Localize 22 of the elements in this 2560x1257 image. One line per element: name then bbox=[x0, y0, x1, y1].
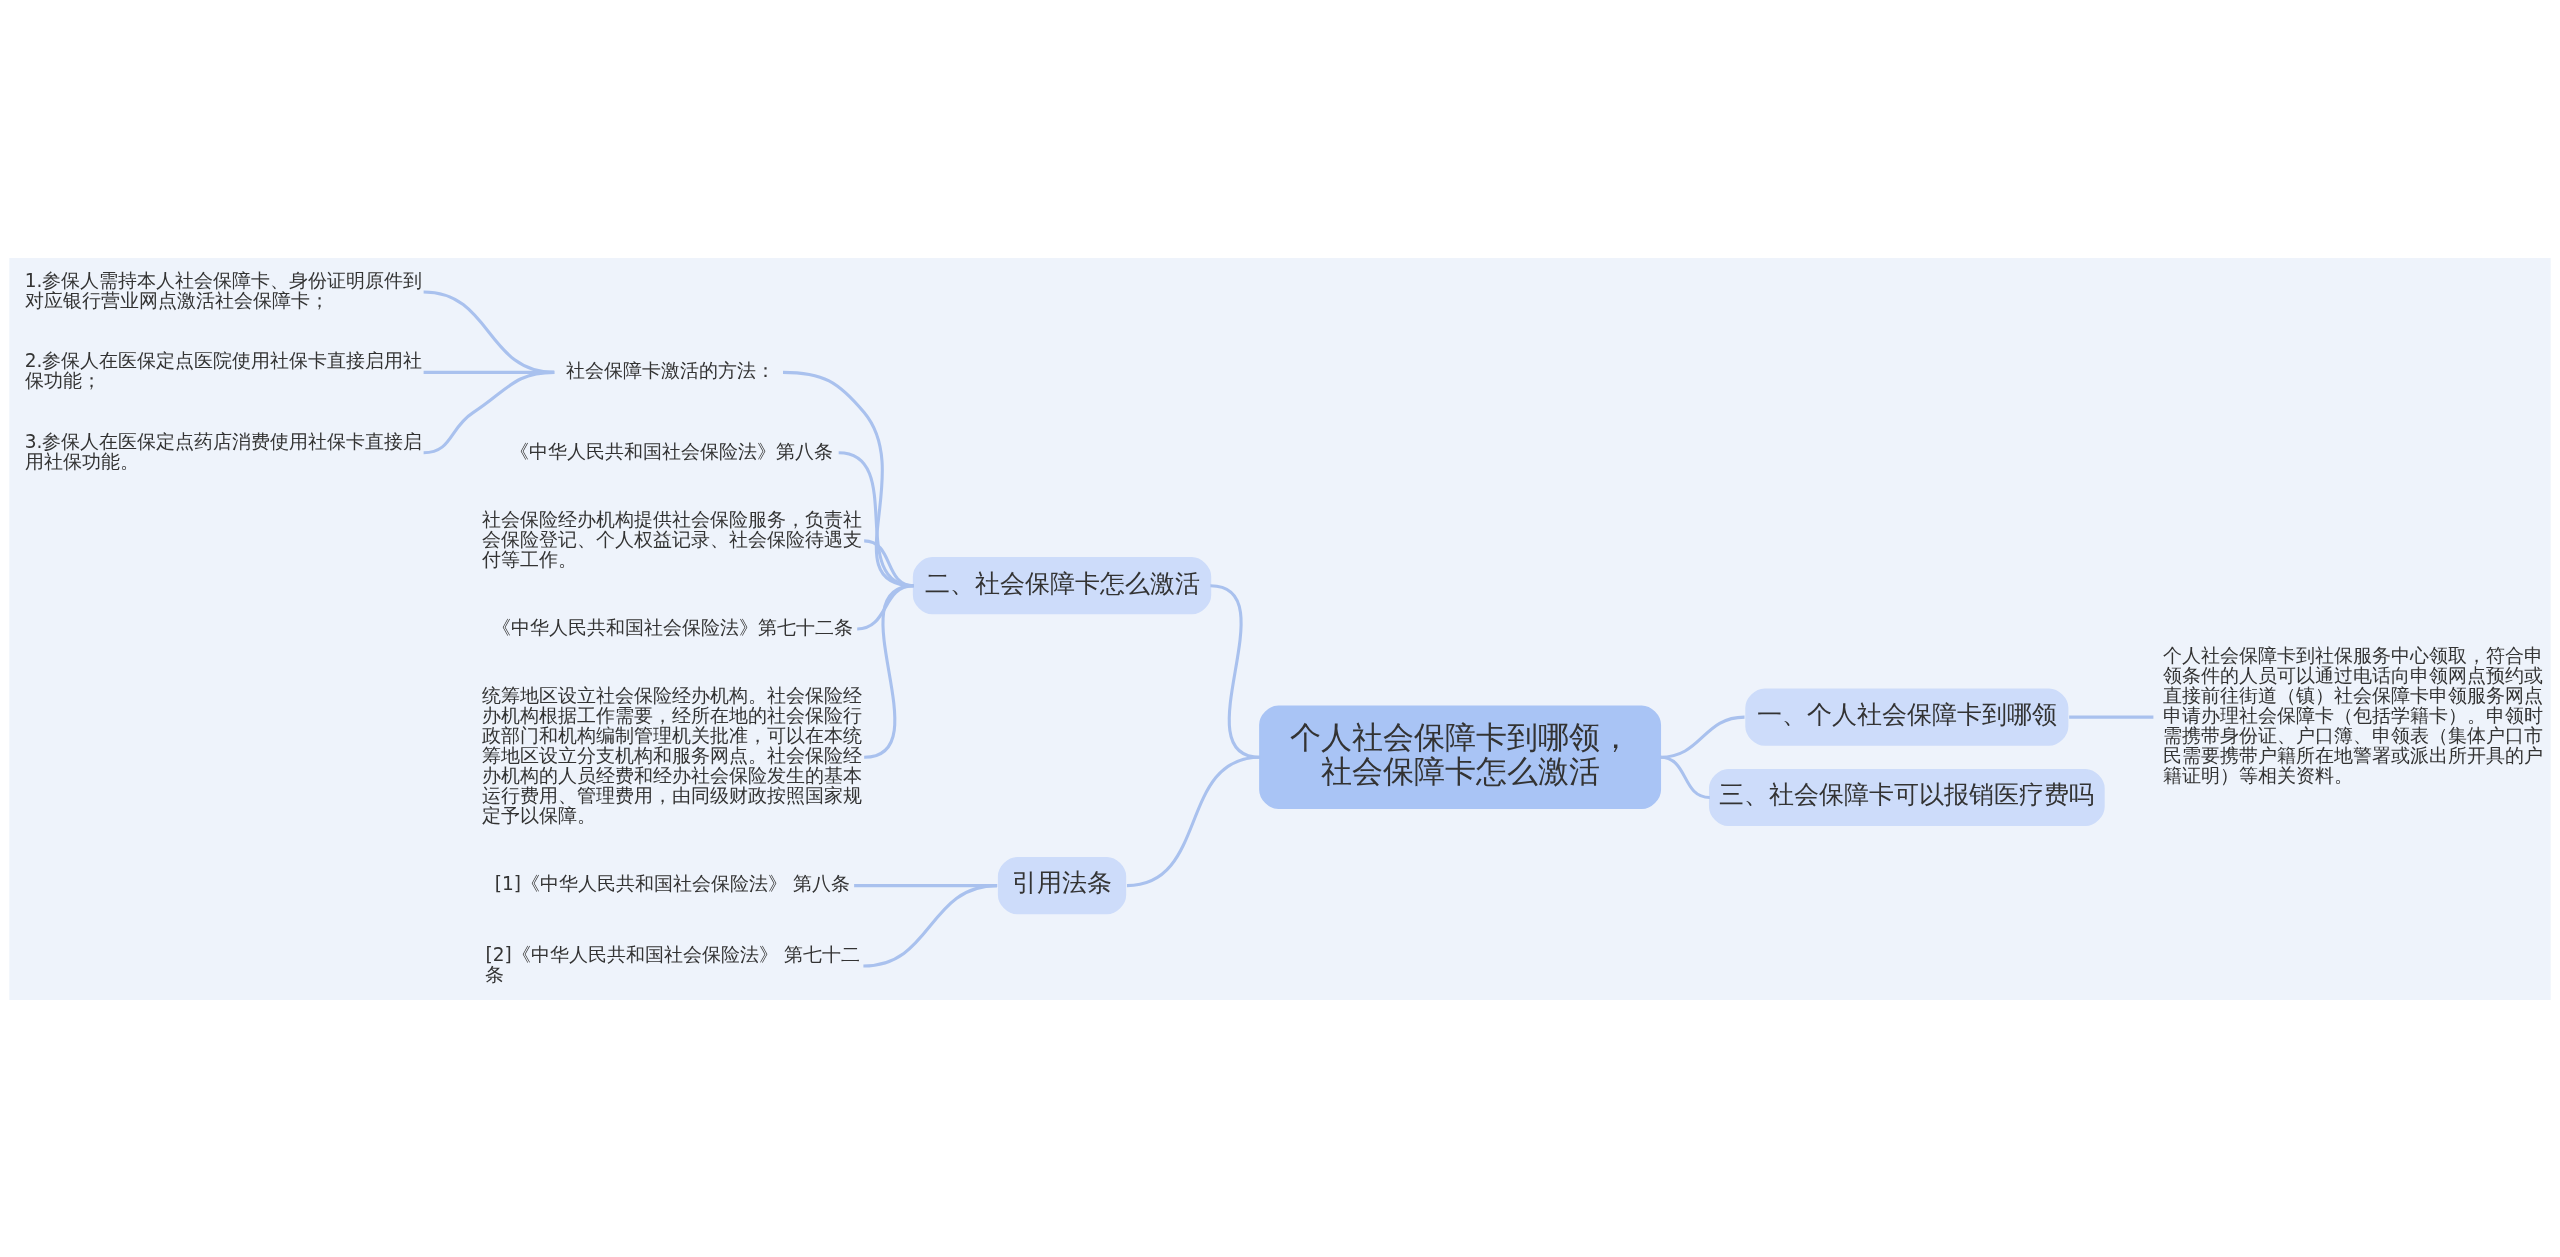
node-text: 《中华人民共和国社会保险法》第七十二条 bbox=[491, 616, 853, 638]
connector bbox=[423, 370, 555, 454]
node-text: 统筹地区设立社会保险经办机构。社会保险经办机构根据工作需要，经所在地的社会保险行政部门和机构编制管理机关批准，可以在本统筹地区设立分支机构和服务网点。社会保险经办机构的人员经费和经办社会保险发生的基本运行费用、管理费用，由同级财政按照国家规定予以保障。 bbox=[482, 684, 863, 826]
connector bbox=[863, 883, 998, 968]
node-text: [1]《中华人民共和国社会保险法》 第八条 bbox=[494, 872, 850, 894]
node-text: [2]《中华人民共和国社会保险法》 第七十二条 bbox=[485, 943, 860, 985]
node-box: 个人社会保障卡到哪领，社会保障卡怎么激活 bbox=[1259, 705, 1662, 809]
connector bbox=[863, 583, 914, 759]
node-text: 3.参保人在医保定点药店消费使用社保卡直接启用社保功能。 bbox=[24, 430, 423, 472]
connector bbox=[1126, 755, 1261, 887]
node-text: 2.参保人在医保定点医院使用社保卡直接启用社保功能； bbox=[24, 349, 423, 391]
node-box: 三、社会保障卡可以报销医疗费吗 bbox=[1708, 768, 2105, 826]
node-text: 社会保障卡激活的方法： bbox=[565, 359, 775, 381]
node-text: 个人社会保障卡到社保服务中心领取，符合申领条件的人员可以通过电话向申领网点预约或直接前往街道（镇）社会保障卡申领服务网点申请办理社会保障卡（包括学籍卡）。申领时需携带身份证、户口簿、申领表（集体户口市民需要携带户籍所在地警署或派出所开具的户籍证明）等相关资料。 bbox=[2162, 644, 2543, 786]
node-box: 一、个人社会保障卡到哪领 bbox=[1745, 688, 2069, 746]
node-box: 引用法条 bbox=[997, 856, 1127, 914]
node-box: 二、社会保障卡怎么激活 bbox=[912, 556, 1212, 614]
node-text: 1.参保人需持本人社会保障卡、身份证明原件到对应银行营业网点激活社会保障卡； bbox=[24, 269, 423, 311]
connector bbox=[1660, 755, 1710, 799]
node-text: 《中华人民共和国社会保险法》第八条 bbox=[510, 440, 834, 462]
node-text: 社会保险经办机构提供社会保险服务，负责社会保险登记、个人权益记录、社会保险待遇支付等工作。 bbox=[482, 508, 863, 570]
connector bbox=[2069, 715, 2154, 719]
